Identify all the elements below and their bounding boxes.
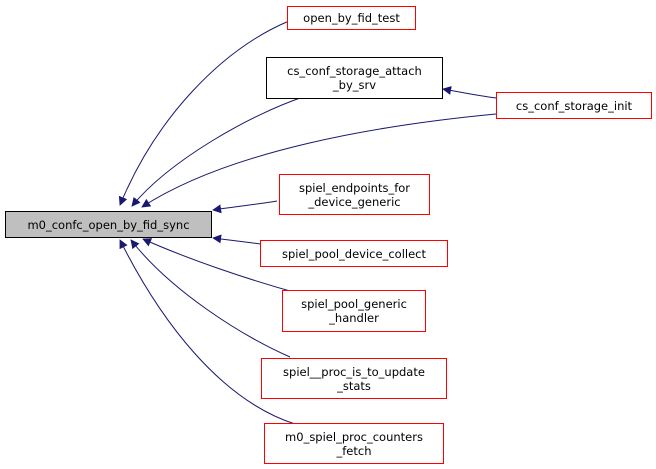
edge-spiel-endpoints (212, 200, 278, 214)
edge-cs-conf-storage-init-to-sync (141, 113, 497, 208)
node-open-by-fid-test[interactable]: open_by_fid_test (287, 6, 416, 30)
focus-node-m0-confc-open-by-fid-sync: m0_confc_open_by_fid_sync (5, 211, 212, 238)
node-spiel-proc-is-to-update-stats[interactable]: spiel__proc_is_to_update _stats (261, 358, 447, 399)
node-cs-conf-storage-init[interactable]: cs_conf_storage_init (496, 92, 652, 119)
node-spiel-pool-device-collect[interactable]: spiel_pool_device_collect (260, 240, 448, 267)
edge-cs-conf-storage-init-to-attach (442, 86, 497, 99)
node-spiel-pool-generic-handler[interactable]: spiel_pool_generic _handler (282, 290, 426, 332)
node-spiel-endpoints-for-device-generic[interactable]: spiel_endpoints_for _device_generic (279, 174, 430, 215)
edge-cs-conf-storage-attach-by-srv (131, 96, 304, 207)
edge-m0-spiel-proc-counters-fetch (119, 239, 296, 425)
node-m0-spiel-proc-counters-fetch[interactable]: m0_spiel_proc_counters _fetch (264, 423, 444, 464)
node-cs-conf-storage-attach-by-srv[interactable]: cs_conf_storage_attach _by_srv (266, 57, 443, 99)
edge-spiel-pool-generic-handler (142, 238, 298, 294)
edge-spiel-pool-device-collect (212, 234, 262, 245)
edge-spiel-proc-is-to-update-stats (130, 239, 291, 358)
edge-open-by-fid-test (118, 20, 290, 206)
